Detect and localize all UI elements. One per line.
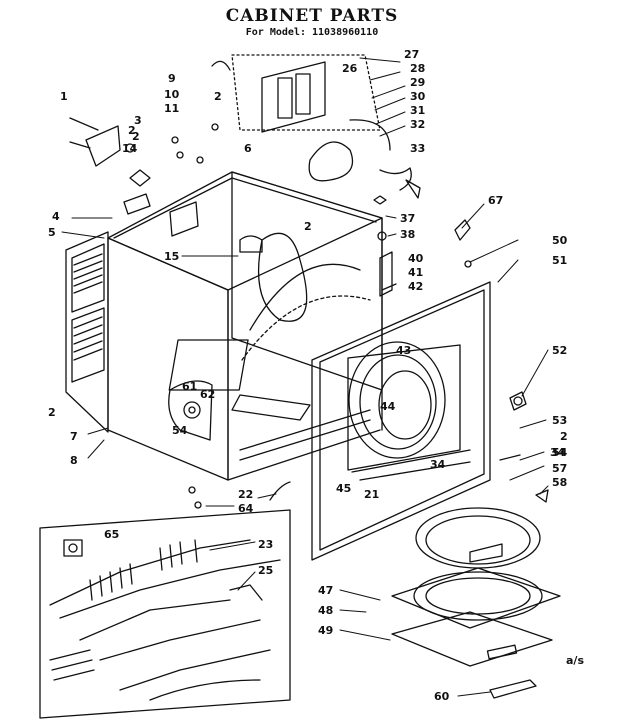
- callout-28: 28: [410, 62, 425, 75]
- drum-belt-top: [308, 119, 391, 182]
- callout-6: 6: [244, 142, 252, 155]
- bulkhead-ring: [415, 507, 541, 569]
- wire-clip-22: [188, 481, 291, 509]
- diagram-subtitle: For Model: 11038960110: [245, 27, 379, 38]
- callout-61: 61: [182, 380, 197, 393]
- callout-labels: 1 2 3 4 5 6 7 8 9 10 11 14 15 2 2 2 2 21…: [48, 48, 584, 703]
- callout-32: 32: [410, 118, 425, 131]
- callout-2c: 2: [304, 220, 312, 233]
- callout-2: 2: [132, 130, 140, 143]
- callout-67: 67: [488, 194, 503, 207]
- diagram-title: CABINET PARTS: [225, 6, 399, 26]
- kick-plate-60: [489, 679, 537, 699]
- toe-panel: [391, 611, 553, 667]
- callout-22: 22: [238, 488, 253, 501]
- wiring-harness-box: [39, 509, 291, 719]
- callout-60: 60: [434, 690, 450, 703]
- callout-50: 50: [552, 234, 568, 247]
- callout-26: 26: [342, 62, 358, 75]
- callout-43: 43: [396, 344, 411, 357]
- base-frame: [391, 567, 561, 629]
- side-panel: [65, 231, 109, 433]
- callout-27: 27: [404, 48, 419, 61]
- callout-54b: 54: [172, 424, 188, 437]
- callout-23: 23: [258, 538, 273, 551]
- callout-40: 40: [408, 252, 424, 265]
- callout-38: 38: [400, 228, 415, 241]
- leader-lines: [61, 57, 549, 697]
- callout-53: 53: [552, 414, 567, 427]
- callout-64: 64: [238, 502, 254, 515]
- callout-10: 10: [164, 88, 180, 101]
- callout-25: 25: [258, 564, 273, 577]
- callout-34: 34: [430, 458, 446, 471]
- callout-41: 41: [408, 266, 423, 279]
- callout-52: 52: [552, 344, 567, 357]
- cabinet-shell: [107, 171, 383, 481]
- footer-mark: a/s: [566, 654, 584, 667]
- callout-1: 1: [60, 90, 68, 103]
- callout-62: 62: [200, 388, 215, 401]
- callout-7: 7: [70, 430, 78, 443]
- callout-29: 29: [410, 76, 425, 89]
- callout-47: 47: [318, 584, 333, 597]
- front-panel: [311, 281, 491, 561]
- callout-57: 57: [552, 462, 567, 475]
- callout-5: 5: [48, 226, 56, 239]
- callout-37: 37: [400, 212, 415, 225]
- callout-2b: 2: [214, 90, 222, 103]
- callout-2d: 2: [48, 406, 56, 419]
- callout-33: 33: [410, 142, 425, 155]
- callout-9: 9: [168, 72, 176, 85]
- callout-30: 30: [410, 90, 426, 103]
- inner-bracket: [169, 201, 263, 253]
- callout-4: 4: [52, 210, 60, 223]
- bracket-1: [69, 117, 121, 167]
- callout-31: 31: [410, 104, 425, 117]
- callout-65: 65: [104, 528, 119, 541]
- callout-21: 21: [364, 488, 379, 501]
- callout-15: 15: [164, 250, 179, 263]
- callout-58: 58: [552, 476, 567, 489]
- callout-2f: 2: [560, 430, 568, 443]
- callout-48: 48: [318, 604, 333, 617]
- callout-51: 51: [552, 254, 567, 267]
- callout-34b: 34: [550, 446, 566, 459]
- callout-54: 54: [552, 446, 568, 459]
- callout-45: 45: [336, 482, 351, 495]
- callout-2e: 2: [128, 124, 136, 137]
- callout-11: 11: [164, 102, 179, 115]
- callout-44: 44: [380, 400, 396, 413]
- fastener-set: [125, 123, 219, 187]
- callout-14: 14: [122, 142, 138, 155]
- timer-assembly: [211, 54, 381, 133]
- terminal-block-4: [123, 193, 151, 215]
- callout-3: 3: [134, 114, 142, 127]
- callout-8: 8: [70, 454, 78, 467]
- callout-49: 49: [318, 624, 333, 637]
- callout-42: 42: [408, 280, 423, 293]
